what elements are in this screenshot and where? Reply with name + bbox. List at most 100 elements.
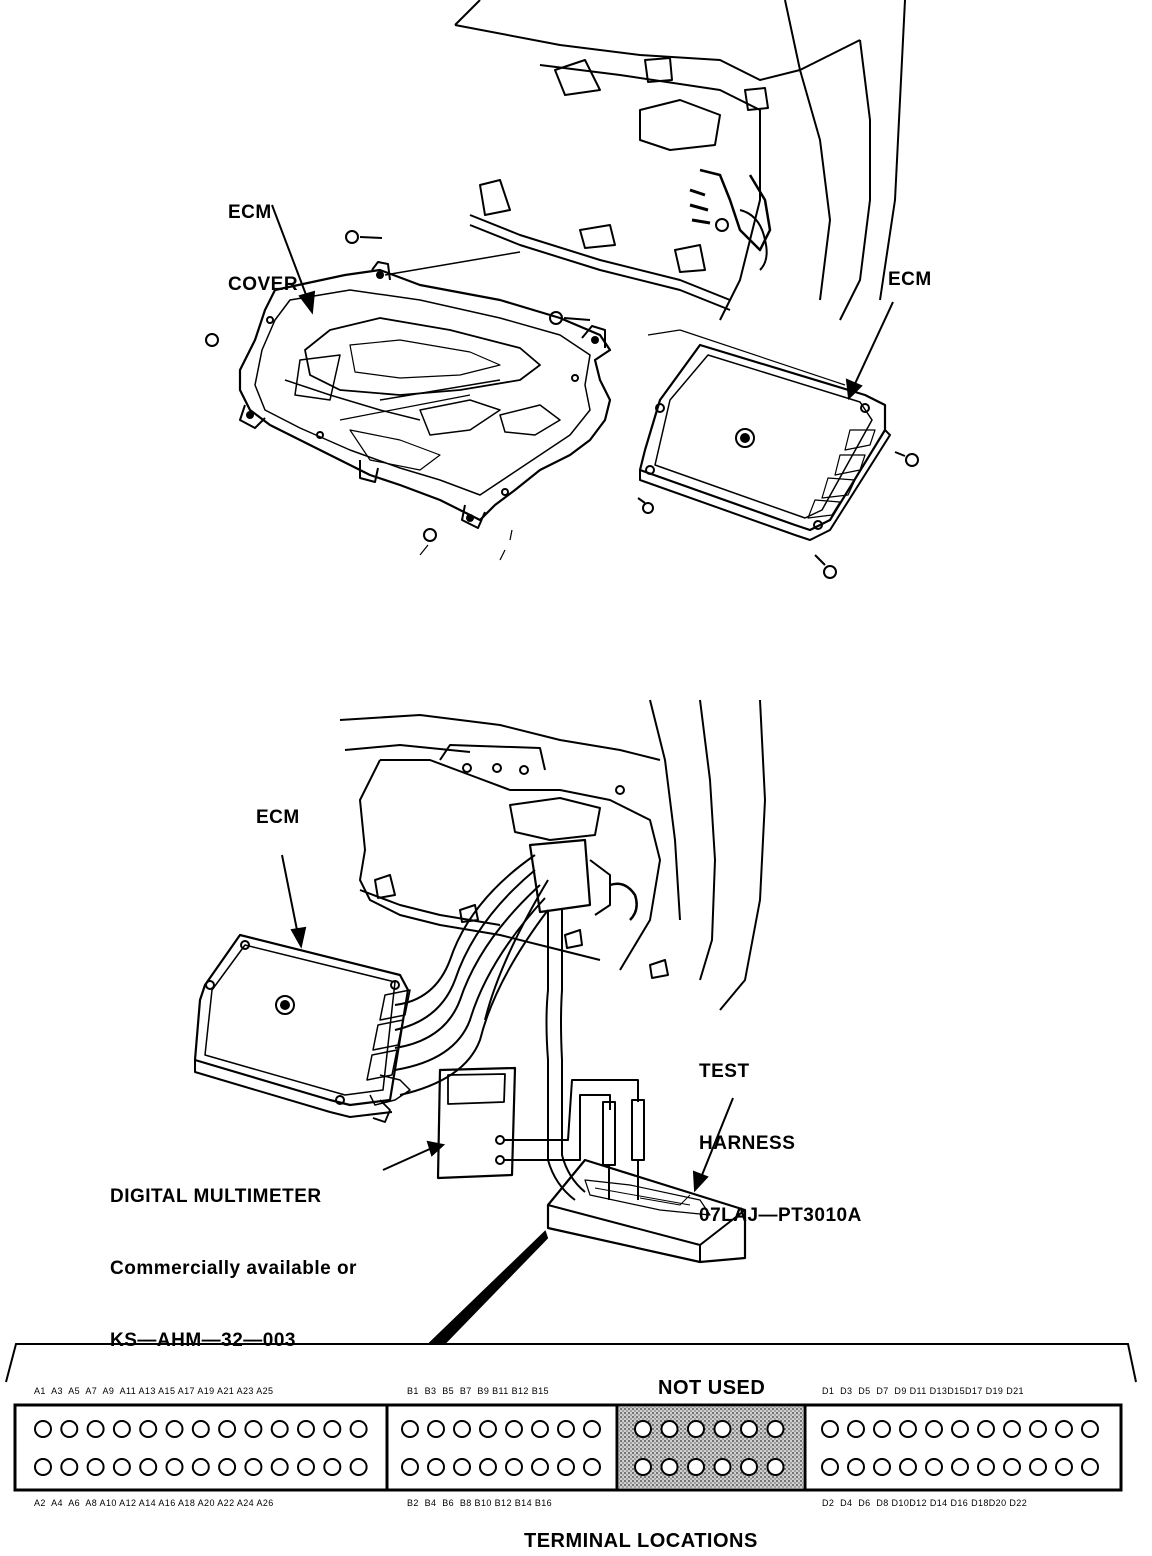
terminal-hole-d (977, 1420, 995, 1438)
not-used-label: NOT USED (658, 1377, 766, 1399)
terminal-hole-d (1081, 1420, 1099, 1438)
bottom-view-illustration (193, 699, 766, 1264)
test-harness-part-number: 07LAJ—PT3010A (699, 1205, 862, 1226)
ecm-cover-label-line1: ECM (228, 202, 272, 223)
test-harness-label: TEST HARNESS 07LAJ—PT3010A (699, 1012, 862, 1252)
terminal-hole-a (191, 1420, 210, 1438)
terminal-hole-d (1081, 1458, 1099, 1476)
terminal-hole-a (139, 1420, 158, 1438)
terminal-hole-a (34, 1420, 52, 1438)
terminal-hole-b (479, 1420, 497, 1438)
terminal-hole-b (531, 1458, 549, 1476)
terminal-hole-d (1029, 1420, 1047, 1438)
top-view-illustration (205, 0, 919, 579)
terminal-hole-a (297, 1420, 315, 1438)
ecm-cover-label-line2: COVER (228, 274, 299, 295)
terminal-hole-a (60, 1420, 79, 1438)
terminal-hole-b (401, 1458, 419, 1476)
terminal-hole-a (323, 1420, 342, 1438)
terminal-hole-d (873, 1458, 891, 1476)
terminal-hole-a (34, 1458, 52, 1476)
terminal-hole-a (349, 1420, 368, 1438)
terminal-hole-unused (634, 1458, 652, 1476)
terminal-hole-a (218, 1458, 237, 1476)
terminal-hole-b (427, 1458, 445, 1476)
terminal-hole-b (401, 1420, 419, 1438)
terminal-hole-d (1029, 1458, 1047, 1476)
terminal-hole-d (821, 1420, 839, 1438)
terminal-hole-d (1055, 1420, 1073, 1438)
terminal-hole-unused (687, 1420, 705, 1438)
terminal-hole-a (297, 1458, 315, 1476)
terminal-hole-b (505, 1458, 523, 1476)
terminal-hole-b (505, 1420, 523, 1438)
terminal-hole-b (453, 1420, 471, 1438)
terminal-holes (34, 1420, 1099, 1476)
terminal-hole-a (112, 1420, 131, 1438)
terminal-hole-b (583, 1458, 601, 1476)
terminal-hole-d (899, 1420, 917, 1438)
terminal-hole-d (977, 1458, 995, 1476)
terminal-hole-unused (713, 1420, 732, 1438)
terminal-hole-d (925, 1458, 943, 1476)
a-top-labels: A1 A3 A5 A7 A9 A11 A13 A15 A17 A19 A21 A… (34, 1386, 274, 1396)
b-top-labels: B1 B3 B5 B7 B9 B11 B12 B15 (407, 1386, 549, 1396)
terminal-hole-b (557, 1458, 575, 1476)
terminal-hole-a (191, 1458, 210, 1476)
terminal-hole-a (270, 1458, 289, 1476)
terminal-hole-unused (766, 1458, 785, 1476)
multimeter-label: DIGITAL MULTIMETER Commercially availabl… (110, 1137, 357, 1377)
multimeter-part-number: KS—AHM—32—003 (110, 1330, 296, 1351)
multimeter-line1: DIGITAL MULTIMETER (110, 1186, 322, 1207)
terminal-hole-d (847, 1458, 865, 1476)
multimeter-line2: Commercially available or (110, 1258, 357, 1279)
terminal-hole-unused (660, 1458, 679, 1476)
terminal-locations-title: TERMINAL LOCATIONS (524, 1530, 758, 1552)
terminal-hole-d (925, 1420, 943, 1438)
terminal-hole-a (60, 1458, 79, 1476)
terminal-hole-a (270, 1420, 289, 1438)
terminal-hole-d (951, 1420, 969, 1438)
terminal-hole-unused (660, 1420, 679, 1438)
terminal-hole-a (139, 1458, 158, 1476)
a-bottom-labels: A2 A4 A6 A8 A10 A12 A14 A16 A18 A20 A22 … (34, 1498, 274, 1508)
ecm-label-top: ECM (888, 269, 932, 290)
terminal-hole-b (557, 1420, 575, 1438)
terminal-hole-b (453, 1458, 471, 1476)
terminal-hole-d (1003, 1458, 1021, 1476)
ecm-label-bottom: ECM (256, 807, 300, 828)
terminal-hole-d (847, 1420, 865, 1438)
terminal-hole-a (165, 1458, 184, 1476)
b-bottom-labels: B2 B4 B6 B8 B10 B12 B14 B16 (407, 1498, 553, 1508)
terminal-hole-a (165, 1420, 184, 1438)
terminal-hole-a (349, 1458, 368, 1476)
terminal-hole-a (244, 1458, 263, 1476)
bottom-leader-arrows (281, 854, 734, 1344)
ecm-cover-label: ECM COVER (228, 153, 298, 321)
terminal-hole-b (531, 1420, 549, 1438)
top-leader-arrows (271, 204, 894, 401)
terminal-hole-d (1055, 1458, 1073, 1476)
terminal-hole-d (1003, 1420, 1021, 1438)
terminal-hole-d (873, 1420, 891, 1438)
d-top-labels: D1 D3 D5 D7 D9 D11 D13D15D17 D19 D21 (822, 1386, 1024, 1396)
terminal-hole-a (323, 1458, 342, 1476)
terminal-hole-b (427, 1420, 445, 1438)
terminal-hole-a (112, 1458, 131, 1476)
terminal-hole-unused (740, 1458, 758, 1476)
terminal-hole-unused (687, 1458, 705, 1476)
terminal-hole-unused (740, 1420, 758, 1438)
terminal-hole-unused (634, 1420, 652, 1438)
test-harness-line1: TEST (699, 1061, 750, 1082)
terminal-hole-d (951, 1458, 969, 1476)
terminal-hole-b (479, 1458, 497, 1476)
terminal-hole-a (218, 1420, 237, 1438)
test-harness-line2: HARNESS (699, 1133, 796, 1154)
d-bottom-labels: D2 D4 D6 D8 D10D12 D14 D16 D18D20 D22 (822, 1498, 1028, 1508)
terminal-hole-unused (713, 1458, 732, 1476)
terminal-hole-a (244, 1420, 263, 1438)
terminal-hole-unused (766, 1420, 785, 1438)
terminal-hole-d (821, 1458, 839, 1476)
terminal-hole-a (86, 1420, 105, 1438)
